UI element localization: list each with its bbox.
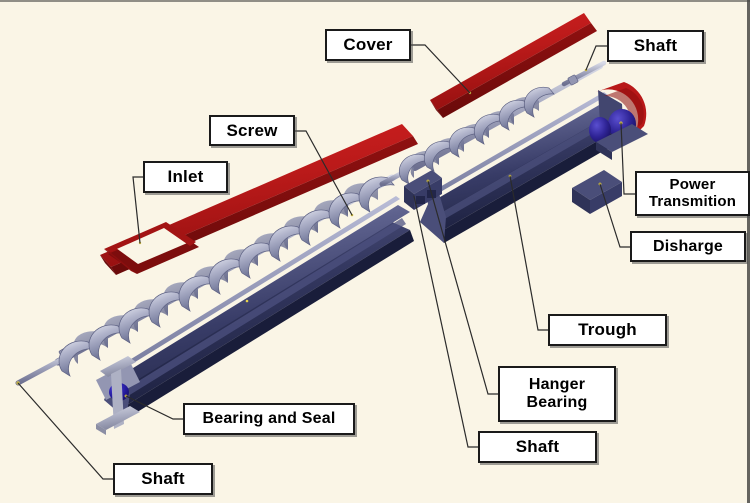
frame-edge-top [0,0,750,2]
power-transmission-assembly [589,82,648,160]
discharge-spout [572,170,622,214]
label-bearing-and-seal: Bearing and Seal [183,403,355,435]
screw-auger-lower [15,169,407,386]
label-discharge: Disharge [630,231,746,262]
frame-edge-right [747,0,750,503]
label-shaft-bottom: Shaft [113,463,213,495]
trough-support-foot [96,356,140,435]
cover-panel-main [100,124,418,275]
label-shaft-middle: Shaft [478,431,597,463]
hanger-bearing [404,170,442,210]
trough-upper [404,82,648,243]
leader-lines [17,44,636,480]
trough-lower [96,196,414,435]
screw-auger-upper [398,60,607,185]
label-hanger-bearing: Hanger Bearing [498,366,616,422]
label-shaft-top: Shaft [607,30,704,62]
shaft-stub-upper [561,60,607,87]
label-cover: Cover [325,29,411,61]
label-screw: Screw [209,115,295,146]
label-trough: Trough [548,314,667,346]
label-power-transmition: Power Transmition [635,171,750,216]
label-inlet: Inlet [143,161,228,193]
inlet-opening [104,222,199,274]
